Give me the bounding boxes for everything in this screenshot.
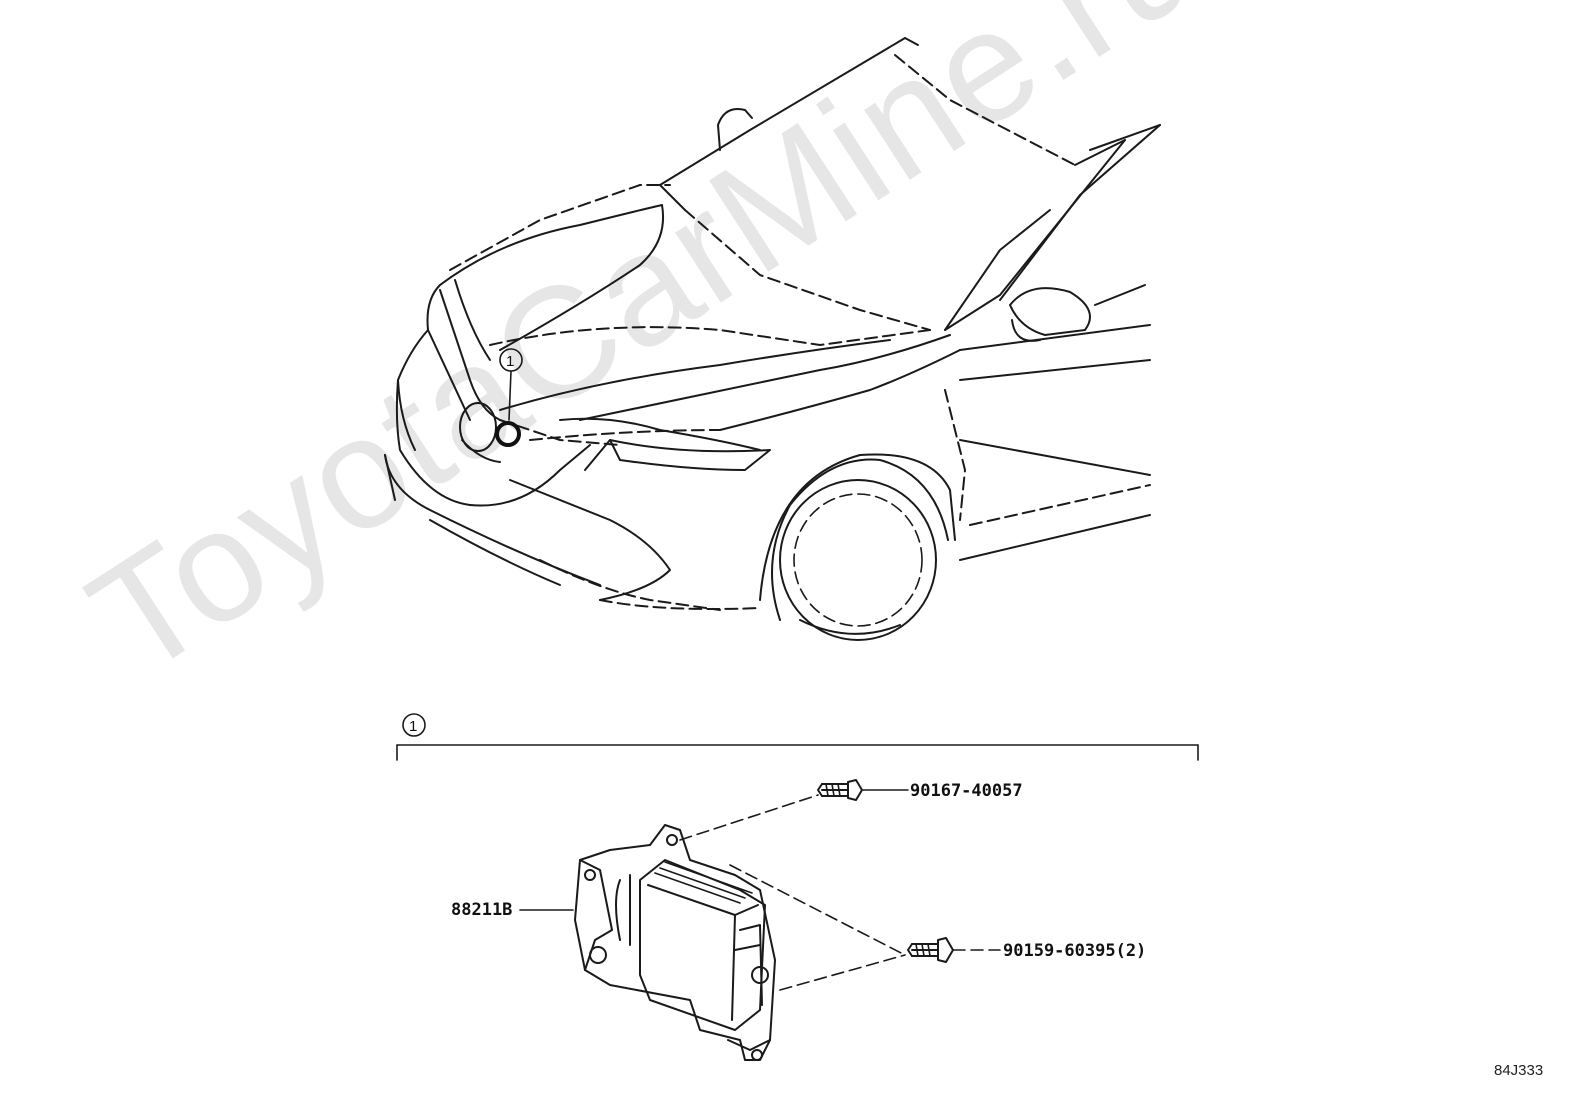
callout-circle-assembly bbox=[402, 713, 426, 737]
figure-code: 84J333 bbox=[1494, 1062, 1544, 1079]
callout-number-assembly: 1 bbox=[409, 718, 417, 735]
bolt-lower-icon bbox=[907, 937, 1001, 963]
bolt-upper-icon bbox=[817, 779, 909, 801]
callout-number-car: 1 bbox=[506, 353, 514, 370]
radar-sensor-unit-drawing bbox=[519, 824, 776, 1061]
part-number-radar-sensor: 88211B bbox=[451, 900, 513, 920]
car-location-callout: 1 bbox=[495, 348, 523, 447]
assembly-bracket: 1 bbox=[396, 713, 1199, 761]
car-outline bbox=[384, 37, 1161, 641]
part-number-bolt-upper: 90167-40057 bbox=[910, 781, 1023, 801]
installation-guides bbox=[679, 794, 906, 991]
part-number-bolt-lower: 90159-60395(2) bbox=[1003, 941, 1147, 961]
sensor-location-marker bbox=[495, 421, 521, 447]
